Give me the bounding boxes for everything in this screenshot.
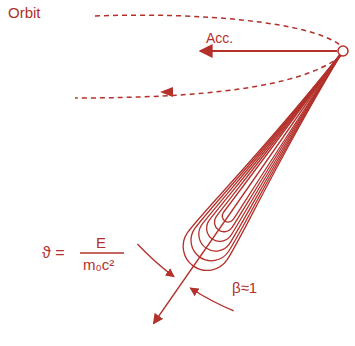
fraction-bar xyxy=(80,252,124,253)
radiation-lobes xyxy=(105,18,355,346)
angle-arc xyxy=(134,244,177,277)
orbit-lower xyxy=(75,56,341,98)
beta-label: β≈1 xyxy=(232,279,257,296)
orbit-direction-arrow xyxy=(160,87,173,97)
radiation-lobe xyxy=(183,39,355,268)
electron-particle xyxy=(338,46,348,56)
emission-axis xyxy=(154,58,339,324)
energy-symbol: E xyxy=(96,234,106,251)
orbit-label: Orbit xyxy=(8,4,41,21)
rest-energy-symbol: m₀c² xyxy=(83,256,114,273)
acceleration-label: Acc. xyxy=(206,30,233,47)
angle-arc xyxy=(190,283,233,316)
angle-symbol: ϑ = xyxy=(42,244,65,261)
acceleration-arrow xyxy=(200,50,337,52)
